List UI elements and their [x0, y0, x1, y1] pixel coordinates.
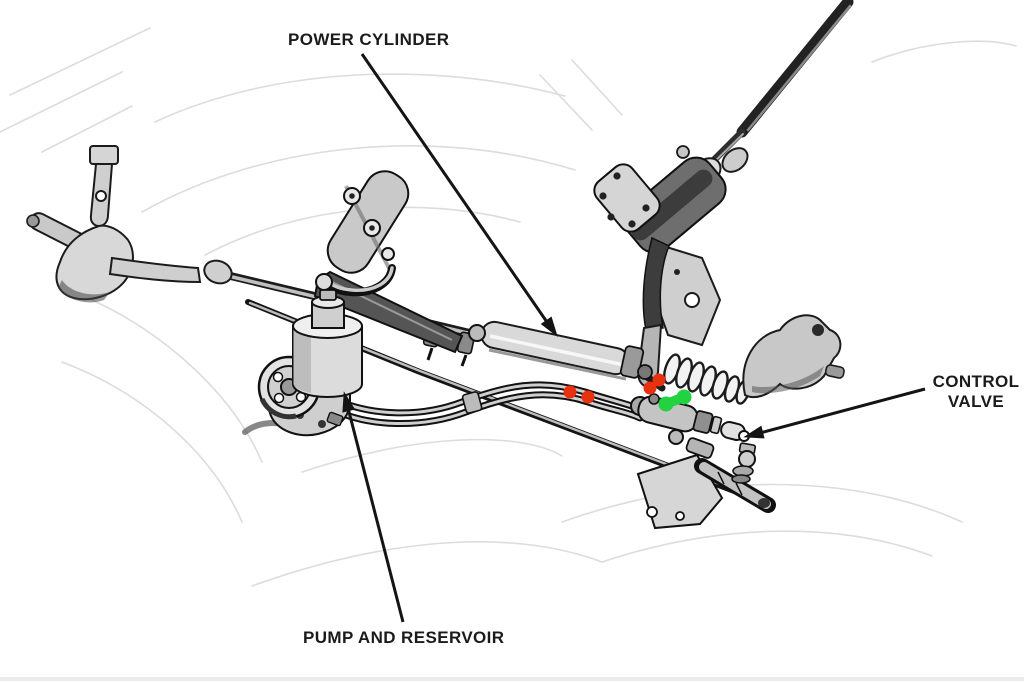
- red-highlight-dots: [652, 373, 666, 387]
- control-valve-leader-line: [755, 387, 926, 436]
- power-cylinder-leader-line: [360, 53, 551, 326]
- red-highlight-dots: [643, 381, 657, 395]
- background-sketch-lines: [0, 27, 1017, 587]
- steering-arm: [108, 256, 202, 284]
- control-valve-label: CONTROL VALVE: [930, 372, 1022, 412]
- cover-bolts: [599, 172, 650, 228]
- callout-leaders: [342, 53, 926, 623]
- scan-edge-band: [0, 677, 1024, 681]
- red-highlight-dots: [581, 390, 595, 404]
- hydraulic-hoses: [326, 381, 647, 427]
- red-highlight-dots: [563, 385, 577, 399]
- control-valve: [630, 393, 750, 445]
- engine-bracket: [315, 170, 410, 297]
- control-valve-label-line2: VALVE: [947, 392, 1005, 411]
- power-cylinder-arrowhead: [540, 316, 558, 338]
- reservoir-cap: [319, 289, 337, 301]
- power-cylinder-label: POWER CYLINDER: [288, 30, 450, 49]
- control-valve-label-line1: CONTROL: [932, 372, 1020, 391]
- pump-and-reservoir: [242, 289, 363, 437]
- power-cylinder: [468, 320, 666, 392]
- pump-reservoir-arrowhead: [342, 391, 356, 413]
- steering-gearbox: [593, 156, 727, 254]
- highlight-markers: [563, 373, 692, 412]
- frame-bracket: [742, 314, 845, 399]
- tie-rod-end: [203, 259, 233, 285]
- idler-arm-assembly: [636, 437, 776, 530]
- reservoir: [292, 289, 363, 398]
- steering-knuckle: [26, 145, 202, 303]
- green-highlight-dots: [658, 396, 674, 412]
- gearbox-cover-plate: [593, 163, 661, 233]
- ball-stud: [315, 273, 333, 291]
- pump-reservoir-leader-line: [345, 403, 405, 623]
- pump-reservoir-label: PUMP AND RESERVOIR: [303, 628, 505, 647]
- pitman-arm: [636, 236, 722, 388]
- control-valve-arrowhead: [743, 425, 765, 439]
- green-highlight-dots: [676, 389, 692, 405]
